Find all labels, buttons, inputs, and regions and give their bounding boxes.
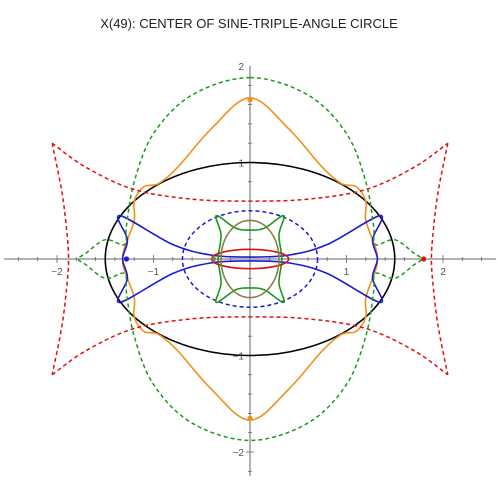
curve-red-dashed-8 [51, 143, 70, 375]
point-marker-red-3 [421, 256, 427, 262]
x-tick-label: 2 [440, 267, 446, 278]
markers [123, 97, 427, 421]
curve-red-dashed-7 [51, 316, 449, 376]
y-tick-label: 2 [238, 62, 244, 73]
curve-black-solid-0 [104, 161, 396, 357]
y-tick-label: 1 [238, 159, 244, 170]
curve-olive-solid-11 [220, 219, 280, 299]
curve-blue-solid-2 [116, 214, 384, 304]
x-tick-label: −1 [148, 267, 160, 278]
curve-red-dashed-9 [430, 143, 449, 375]
curve-blue-dashed-3 [181, 210, 319, 308]
y-tick-label: −2 [233, 448, 245, 459]
curve-red-dashed-6 [51, 142, 449, 202]
y-tick-label: −1 [233, 352, 245, 363]
axes: −2 −1 1 2 −2 −1 1 2 [3, 62, 497, 477]
x-tick-label: 1 [344, 267, 350, 278]
point-marker-orange-1 [247, 415, 253, 421]
point-marker-blue-2 [123, 256, 130, 262]
point-marker-olive-4 [210, 256, 216, 262]
x-tick-label: −2 [51, 267, 63, 278]
chart-title: X(49): CENTER OF SINE-TRIPLE-ANGLE CIRCL… [100, 16, 398, 31]
curve-green-solid-4 [214, 214, 286, 304]
point-marker-orange-0 [247, 97, 253, 103]
